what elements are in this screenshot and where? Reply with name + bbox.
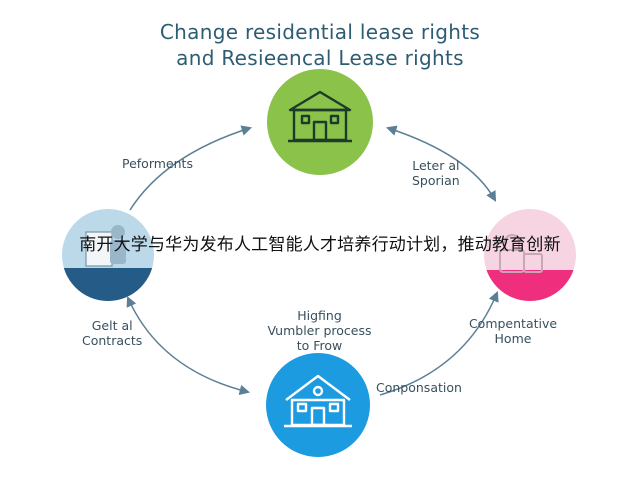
house-node bbox=[266, 353, 370, 457]
house-icon bbox=[284, 374, 352, 428]
lock-document-node bbox=[484, 209, 576, 301]
label-peforments: Peforments bbox=[122, 156, 193, 171]
arrow-top-to-right bbox=[386, 125, 497, 202]
person-document-icon bbox=[85, 225, 126, 267]
label-leter-al: Leter al Sporian bbox=[412, 158, 460, 188]
person-document-node bbox=[62, 209, 154, 301]
label-gelt-al-contracts: Gelt al Contracts bbox=[82, 318, 143, 348]
building-node bbox=[267, 69, 373, 175]
arrow-top-to-left bbox=[129, 125, 253, 211]
label-conponsation: Conponsation bbox=[376, 380, 462, 395]
lock-document-icon bbox=[499, 234, 543, 273]
arrow-left-to-bottom bbox=[126, 296, 251, 396]
building-icon bbox=[288, 90, 352, 143]
diagram-title-line1: Change residential lease rights bbox=[159, 20, 481, 44]
arrow-bottom-to-right bbox=[379, 291, 499, 396]
overlay-news-banner: 南开大学与华为发布人工智能人才培养行动计划，推动教育创新 bbox=[79, 235, 561, 255]
label-compentative-home: Compentative Home bbox=[468, 316, 558, 346]
label-center-process: Higfing Vumbler process to Frow bbox=[267, 308, 372, 353]
diagram-title-line2: and Resieencal Lease rights bbox=[176, 46, 464, 70]
